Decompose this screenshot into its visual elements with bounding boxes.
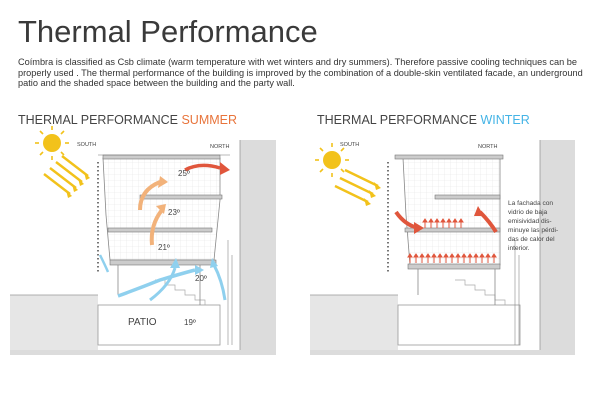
winter-ground-left: [310, 295, 398, 355]
winter-sun-rays: [334, 168, 379, 204]
summer-north-label: NORTH: [210, 144, 229, 150]
summer-party-wall: [10, 140, 276, 355]
summer-stairs: [155, 279, 206, 305]
summer-south-label: SOUTH: [77, 142, 96, 148]
winter-title-accent: WINTER: [480, 113, 530, 127]
summer-sun-icon: [35, 126, 69, 160]
summer-temp-5: 19º: [184, 318, 196, 327]
winter-note-line: vidrio de baja: [508, 209, 548, 216]
winter-note-line: emisividad dis-: [508, 218, 552, 225]
winter-patio: [397, 304, 521, 346]
summer-ground-left: [10, 295, 98, 355]
summer-hot-exhaust-arrow: [184, 163, 221, 172]
summer-temp-3: 21º: [158, 243, 170, 252]
winter-party-wall: [310, 140, 575, 355]
summer-warm-arrow: [138, 180, 161, 211]
winter-section-title: THERMAL PERFORMANCE WINTER: [317, 113, 530, 127]
summer-title-prefix: THERMAL PERFORMANCE: [18, 113, 182, 127]
summer-warm-arrow: [149, 208, 164, 246]
summer-patio: [97, 304, 221, 346]
winter-note-line: La fachada con: [508, 200, 553, 207]
summer-title-accent: SUMMER: [181, 113, 238, 127]
intro-paragraph: Coímbra is classified as Csb climate (wa…: [18, 57, 583, 88]
winter-sun-icon: [315, 143, 349, 177]
winter-heat-rise-row-2: [407, 253, 497, 263]
winter-diagram: SOUTH NORTH La fachada con vidrio de baj…: [310, 140, 575, 355]
winter-building-body: [402, 157, 501, 266]
winter-note-line: das de calor del: [508, 236, 555, 243]
winter-north-label: NORTH: [478, 144, 497, 150]
winter-note-line: interior.: [508, 245, 530, 252]
winter-heat-rise-row-1: [422, 218, 464, 228]
page-title: Thermal Performance: [18, 14, 318, 49]
summer-temp-4: 20º: [195, 274, 207, 283]
summer-cool-arrow: [98, 254, 110, 273]
summer-sun-rays: [43, 155, 89, 195]
summer-temp-1: 25º: [178, 169, 190, 178]
winter-south-label: SOUTH: [340, 142, 359, 148]
winter-note-line: minuye las pérdi-: [508, 227, 558, 234]
summer-temp-2: 23º: [168, 208, 180, 217]
winter-note: La fachada con vidrio de baja emisividad…: [508, 200, 558, 252]
summer-diagram: SOUTH NORTH 25º 23º 21º 20º 19º PATIO: [10, 126, 276, 355]
summer-patio-label: PATIO: [128, 317, 157, 328]
winter-stairs: [455, 279, 506, 305]
summer-cool-arrow: [149, 267, 177, 302]
summer-cool-arrow: [212, 264, 227, 301]
summer-section-title: THERMAL PERFORMANCE SUMMER: [18, 113, 237, 127]
winter-title-prefix: THERMAL PERFORMANCE: [317, 113, 481, 127]
summer-cool-arrow: [117, 268, 196, 298]
